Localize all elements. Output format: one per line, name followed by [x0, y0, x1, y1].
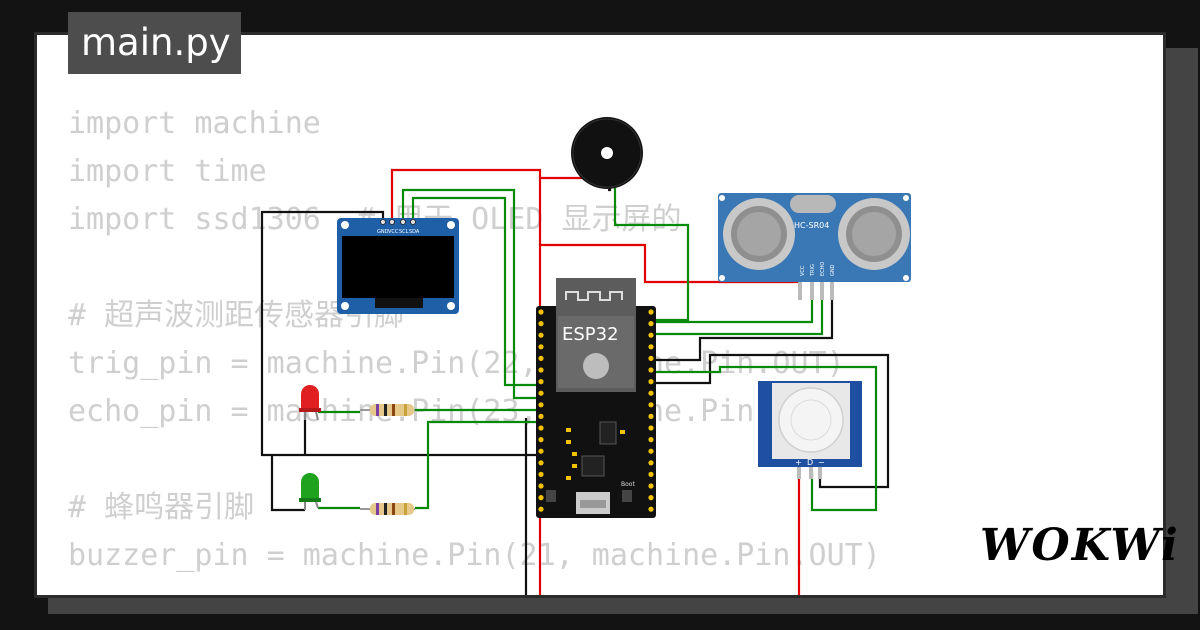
led-green[interactable]: [299, 473, 321, 510]
resistor-1[interactable]: [360, 404, 415, 416]
code-line: import machine: [68, 106, 321, 141]
wire-green-pir-data[interactable]: [652, 365, 878, 512]
wire-black-pir-gnd[interactable]: [652, 353, 890, 489]
wire-black-led-green[interactable]: [270, 455, 305, 512]
code-line: buzzer_pin = machine.Pin(21, machine.Pin…: [68, 538, 881, 573]
esp32-label: ESP32: [562, 324, 619, 345]
oled-pin-label: SDA: [409, 229, 420, 235]
sonar-label: HC-SR04: [794, 221, 829, 230]
esp32-pin: [648, 402, 654, 408]
wire-green-oled-scl[interactable]: [401, 188, 540, 400]
pir-pin-label: +: [795, 458, 802, 467]
buzzer[interactable]: [571, 117, 643, 189]
esp32-pin: [538, 309, 544, 315]
code-line: import time: [68, 154, 267, 189]
wire-green-oled-sda[interactable]: [411, 196, 540, 387]
esp32-board[interactable]: ESP32 Boot: [536, 278, 656, 518]
sonar-pin-label: GND: [830, 264, 836, 276]
code-line: # 蜂鸣器引脚: [68, 490, 255, 525]
esp32-pin: [538, 460, 544, 466]
esp32-pin: [648, 344, 654, 350]
boot-label: Boot: [621, 481, 635, 488]
esp32-pins-left: [538, 309, 544, 512]
esp32-pin: [538, 448, 544, 454]
esp32-pin: [538, 390, 544, 396]
esp32-pin: [538, 379, 544, 385]
esp32-pin: [538, 355, 544, 361]
oled-display[interactable]: GND VCC SCL SDA: [337, 218, 459, 314]
esp32-pin: [538, 495, 544, 501]
esp32-pin: [538, 425, 544, 431]
wire-black-oled-gnd[interactable]: [260, 210, 540, 457]
esp32-pin: [648, 460, 654, 466]
esp32-pin: [648, 332, 654, 338]
hc-sr04-sensor[interactable]: HC-SR04 VCC TRIG ECHO GND: [718, 193, 911, 300]
esp32-pin: [648, 471, 654, 477]
esp32-pin: [648, 495, 654, 501]
wire-green-sonar-trig[interactable]: [652, 282, 814, 324]
esp32-pin: [538, 437, 544, 443]
esp32-pin: [648, 367, 654, 373]
esp32-pin: [648, 448, 654, 454]
pir-pin-label: D: [807, 458, 813, 467]
esp32-pin: [648, 413, 654, 419]
wire-black-sonar-gnd[interactable]: [652, 282, 834, 362]
oled-pin-label: SCL: [399, 229, 409, 235]
esp32-pin: [648, 355, 654, 361]
sonar-pin-label: TRIG: [810, 264, 816, 277]
resistor-2[interactable]: [360, 503, 415, 515]
esp32-pin: [648, 506, 654, 512]
wokwi-logo: WOKWi: [980, 520, 1180, 571]
esp32-pin: [538, 402, 544, 408]
oled-pin-label: GND: [377, 229, 389, 235]
esp32-pin: [538, 367, 544, 373]
esp32-pin: [538, 321, 544, 327]
esp32-pin: [648, 437, 654, 443]
esp32-pin: [538, 506, 544, 512]
sonar-pin-label: ECHO: [820, 262, 826, 276]
file-tab-main-py[interactable]: main.py: [68, 12, 241, 74]
esp32-pin: [648, 321, 654, 327]
esp32-pin: [648, 390, 654, 396]
oled-pin-label: VCC: [388, 229, 399, 235]
esp32-pin: [648, 309, 654, 315]
esp32-pin: [538, 344, 544, 350]
esp32-pin: [648, 425, 654, 431]
sonar-pin-label: VCC: [800, 265, 806, 276]
esp32-pin: [538, 471, 544, 477]
wire-green-buzzer-sig[interactable]: [613, 188, 690, 322]
esp32-pin: [648, 379, 654, 385]
esp32-pin: [538, 413, 544, 419]
esp32-pins-right: [648, 309, 654, 512]
esp32-pin: [538, 483, 544, 489]
wire-green-sonar-echo[interactable]: [652, 282, 824, 336]
esp32-pin: [538, 332, 544, 338]
led-red[interactable]: [299, 385, 321, 421]
wire-green-res2[interactable]: [415, 420, 540, 510]
esp32-pin: [648, 483, 654, 489]
pir-pin-label: −: [818, 458, 825, 467]
pir-sensor[interactable]: + D −: [758, 381, 862, 479]
